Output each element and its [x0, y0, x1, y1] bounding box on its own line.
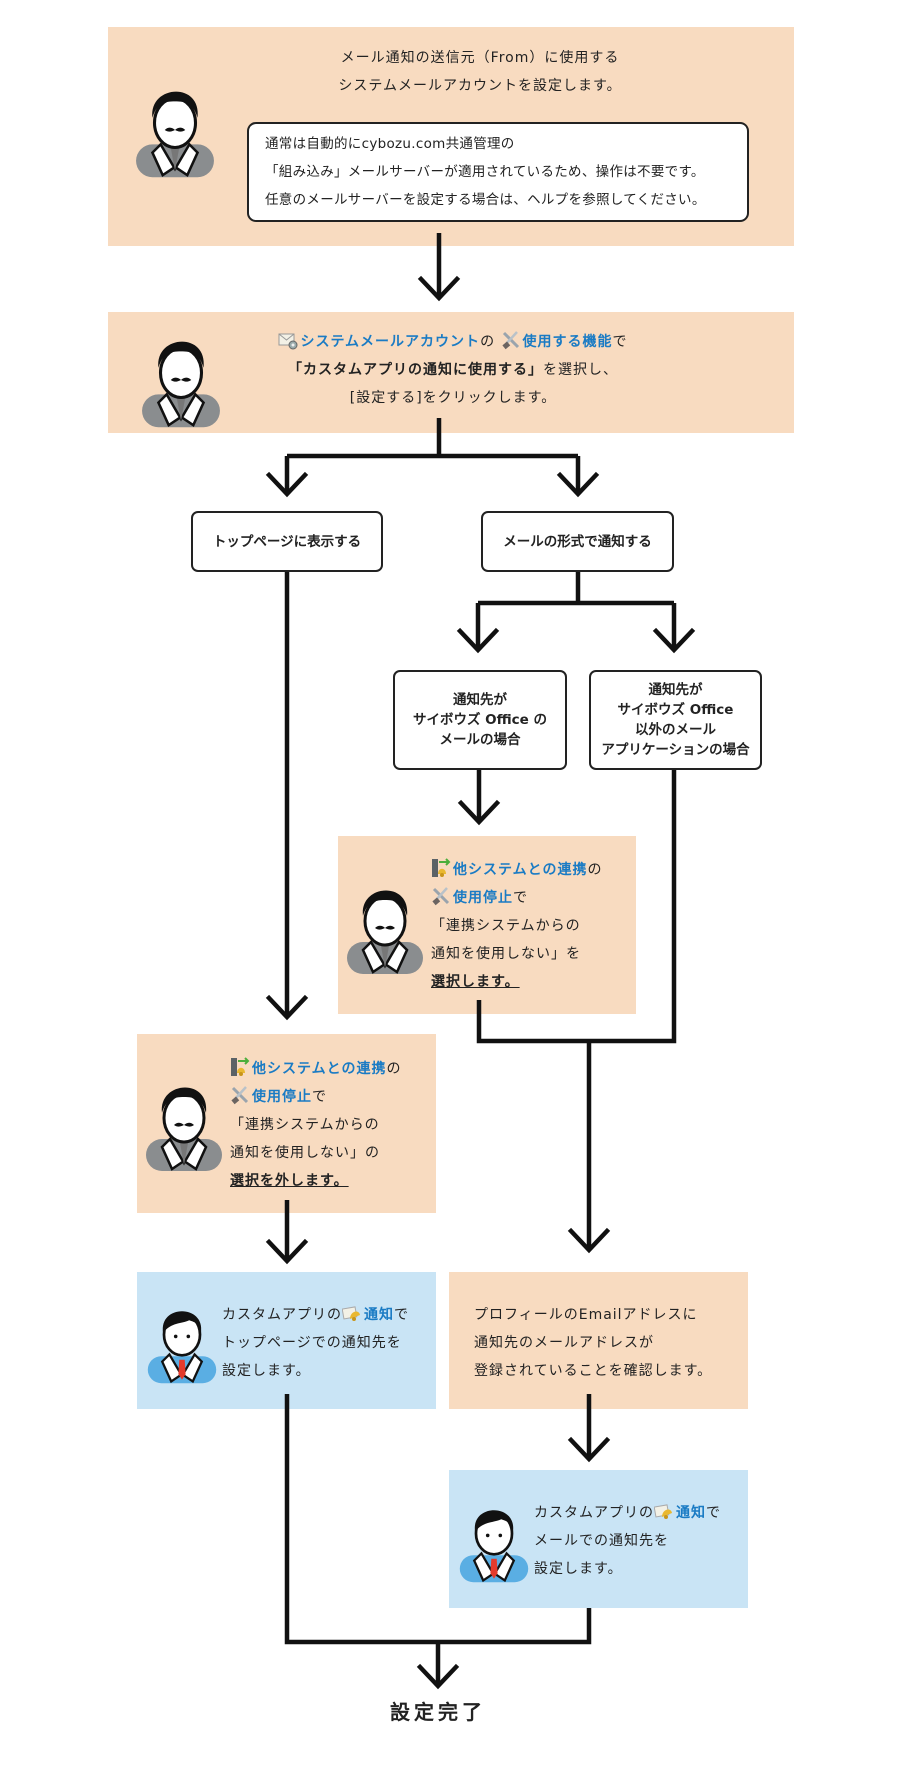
text: 登録されていることを確認します。: [474, 1363, 713, 1379]
text: を選択し、: [543, 362, 618, 378]
arrowhead: [457, 799, 501, 826]
action-text: 選択を外します。: [230, 1173, 349, 1189]
arrowhead: [456, 627, 500, 654]
arrowhead: [265, 1238, 309, 1265]
bubble-line: 「組み込み」メールサーバーが適用されているため、操作は不要です。: [265, 164, 705, 180]
text: で: [513, 890, 528, 906]
text: で: [394, 1307, 409, 1323]
text: トップページでの通知先を: [222, 1335, 402, 1351]
arrowheads: [265, 275, 696, 1690]
connector-lines: [284, 233, 677, 1686]
text: 「連携システムからの: [230, 1117, 380, 1133]
step-toppage-text: 他システムとの連携の 使用停止で 「連携システムからの 通知を使用しない」の 選…: [230, 1055, 401, 1195]
text: プロフィールのEmailアドレスに: [474, 1307, 698, 1323]
arrowhead: [652, 627, 696, 654]
text: 設定します。: [534, 1561, 623, 1577]
text: [設定する]をクリックします。: [349, 390, 557, 406]
notification-link[interactable]: 通知: [676, 1505, 706, 1521]
step1-heading: メール通知の送信元（From）に使用する システムメールアカウントを設定します。: [300, 44, 660, 100]
node-label: アプリケーションの場合: [601, 742, 750, 758]
step1-heading-line: システムメールアカウントを設定します。: [338, 78, 622, 94]
setup-complete-label: 設定完了: [390, 1700, 486, 1724]
step-profile-panel: [449, 1272, 748, 1409]
notification-link[interactable]: 通知: [364, 1307, 394, 1323]
text: 通知先のメールアドレスが: [474, 1335, 654, 1351]
arrowhead: [567, 1436, 611, 1463]
text: の: [587, 862, 603, 878]
step-office-text: 他システムとの連携の 使用停止で 「連携システムからの 通知を使用しない」を 選…: [431, 856, 602, 996]
text: カスタムアプリの: [222, 1307, 342, 1323]
node-other-mail: 通知先が サイボウズ Office 以外のメール アプリケーションの場合: [589, 670, 762, 770]
arrowhead: [416, 1663, 460, 1690]
text: の: [386, 1061, 402, 1077]
step-app-mail-text: カスタムアプリの 通知で メールでの通知先を 設定します。: [534, 1499, 721, 1583]
bubble-line: 任意のメールサーバーを設定する場合は、ヘルプを参照してください。: [265, 192, 706, 208]
system-mail-account-link[interactable]: システムメールアカウント: [300, 334, 481, 350]
info-speech-bubble: [247, 122, 749, 222]
arrowhead: [417, 275, 461, 302]
bubble-text: 通常は自動的にcybozu.com共通管理の 「組み込み」メールサーバーが適用さ…: [265, 130, 706, 214]
use-function-link[interactable]: 使用する機能: [522, 334, 613, 350]
text: 通知を使用しない」の: [230, 1145, 380, 1161]
text: で: [612, 334, 628, 350]
system-link-link[interactable]: 他システムとの連携: [453, 862, 588, 878]
stop-use-link[interactable]: 使用停止: [252, 1089, 312, 1105]
node-label: サイボウズ Office の: [412, 712, 548, 728]
arrowhead: [556, 471, 600, 498]
step-use-function-panel: [108, 312, 794, 433]
text: で: [312, 1089, 327, 1105]
node-top-page: トップページに表示する: [191, 511, 383, 572]
text: カスタムアプリの: [534, 1505, 654, 1521]
bubble-line: 通常は自動的にcybozu.com共通管理の: [265, 136, 515, 152]
node-label: トップページに表示する: [212, 533, 362, 550]
text: で: [706, 1505, 721, 1521]
step-profile-text: プロフィールのEmailアドレスに 通知先のメールアドレスが 登録されていること…: [474, 1301, 712, 1385]
arrowhead: [265, 994, 309, 1021]
action-text: 選択します。: [431, 974, 520, 990]
node-label: 以外のメール: [634, 722, 716, 738]
step-app-top-text: カスタムアプリの 通知で トップページでの通知先を 設定します。: [222, 1301, 409, 1385]
stop-use-link[interactable]: 使用停止: [453, 890, 513, 906]
system-link-link[interactable]: 他システムとの連携: [252, 1061, 387, 1077]
node-label: 通知先が: [648, 682, 703, 698]
node-mail-format: メールの形式で通知する: [481, 511, 674, 572]
step1-heading-line: メール通知の送信元（From）に使用する: [340, 50, 620, 66]
text: メールでの通知先を: [534, 1533, 669, 1549]
step2-text: システムメールアカウントの 使用する機能で 「カスタムアプリの通知に使用する」を…: [238, 328, 668, 412]
text: 通知を使用しない」を: [431, 946, 581, 962]
arrowhead: [567, 1227, 611, 1254]
option-label: 「カスタムアプリの通知に使用する」: [288, 362, 543, 378]
arrowhead: [265, 471, 309, 498]
node-label: メールの場合: [439, 732, 521, 748]
node-label: サイボウズ Office: [617, 702, 734, 718]
text: 「連携システムからの: [431, 918, 581, 934]
node-office-mail: 通知先が サイボウズ Office の メールの場合: [393, 670, 567, 770]
text: の: [480, 334, 496, 350]
node-label: メールの形式で通知する: [503, 533, 652, 550]
node-label: 通知先が: [453, 692, 507, 708]
text: 設定します。: [222, 1363, 311, 1379]
